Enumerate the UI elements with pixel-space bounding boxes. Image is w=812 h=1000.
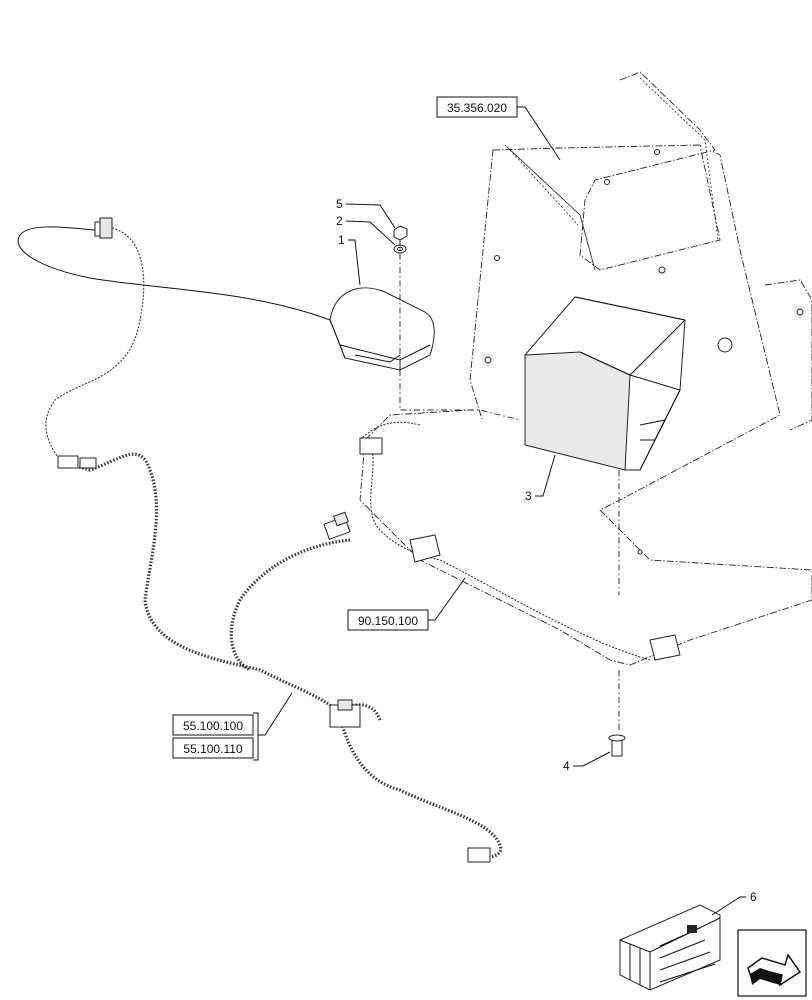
svg-text:1: 1	[338, 233, 345, 247]
harness-clip	[649, 634, 681, 661]
nut-part	[393, 225, 408, 241]
harness-connector	[467, 847, 491, 863]
callout-6: 6	[711, 890, 757, 916]
leader-line	[517, 106, 561, 161]
callout-1: 1	[338, 233, 361, 286]
leader-line	[258, 692, 293, 736]
svg-text:6: 6	[750, 890, 757, 904]
svg-text:55.100.110: 55.100.110	[183, 742, 242, 756]
bracket-line	[253, 712, 259, 761]
callout-2: 2	[336, 214, 396, 246]
wiring-harness-90	[359, 421, 681, 661]
sensor-switch-part	[329, 287, 435, 371]
svg-text:2: 2	[336, 214, 343, 228]
kit-crate-icon	[619, 904, 721, 991]
wiring-harness-55	[57, 452, 503, 863]
harness-connector	[329, 699, 361, 728]
svg-text:35.356.020: 35.356.020	[447, 101, 507, 115]
reference-35-356-020[interactable]: 35.356.020	[436, 96, 518, 118]
leader-line	[428, 577, 466, 621]
svg-text:90.150.100: 90.150.100	[358, 614, 418, 628]
protective-cover-part	[524, 296, 686, 471]
svg-text:55.100.100: 55.100.100	[183, 719, 243, 733]
reference-55-100-110[interactable]: 55.100.110	[172, 737, 254, 759]
reference-90-150-100[interactable]: 90.150.100	[347, 609, 429, 631]
harness-connector	[323, 511, 351, 540]
sensor-cable	[17, 217, 331, 461]
callout-5: 5	[336, 197, 396, 229]
harness-clip	[409, 534, 441, 563]
svg-text:3: 3	[525, 489, 532, 503]
assembly-axis-line	[399, 370, 521, 421]
next-page-arrow-icon[interactable]	[737, 929, 807, 997]
callout-4: 4	[563, 751, 611, 773]
callout-3: 3	[525, 454, 556, 503]
svg-text:4: 4	[563, 759, 570, 773]
harness-connector	[57, 455, 97, 469]
bolt-part	[608, 734, 626, 757]
reference-55-100-100[interactable]: 55.100.100	[172, 714, 254, 736]
harness-connector	[359, 437, 383, 455]
svg-text:5: 5	[336, 197, 343, 211]
